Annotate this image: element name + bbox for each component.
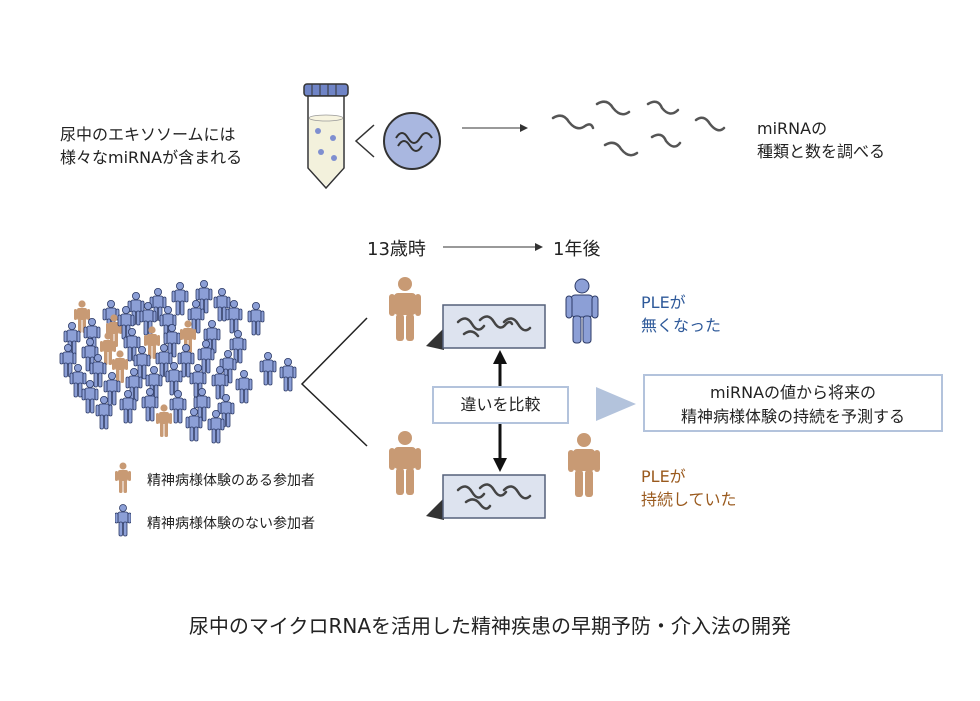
crowd-person-icon (279, 357, 297, 392)
zoom-chevron-icon (354, 124, 375, 158)
crowd-person-icon (213, 287, 231, 322)
crowd-person-icon (95, 395, 113, 430)
crowd-person-icon (69, 363, 87, 398)
predict-line-2: 精神病様体験の持続を予測する (680, 407, 905, 426)
outcome-disappeared: PLEが 無くなった (641, 291, 721, 337)
crowd-person-icon (155, 343, 173, 378)
legend-without-ple-label: 精神病様体験のない参加者 (147, 516, 315, 532)
mirna-text-line-2: 種類と数を調べる (757, 142, 886, 161)
test-tube-icon (303, 83, 349, 190)
predict-arrow-icon (596, 387, 636, 421)
crowd-person-icon (169, 389, 187, 424)
person-with-ple-top-icon (389, 277, 421, 341)
timeline-end-label: 1年後 (553, 239, 601, 260)
crowd-person-icon (74, 300, 90, 333)
timeline-start-label: 13歳時 (367, 239, 426, 260)
outcome-persisted: PLEが 持続していた (641, 465, 737, 511)
exosome-text-line-2: 様々なmiRNAが含まれる (60, 148, 243, 167)
timeline-arrow-icon (443, 243, 543, 251)
crowd-person-icon (235, 369, 253, 404)
crowd-person-icon (123, 327, 141, 362)
mirna-text-line-1: miRNAの (757, 119, 828, 138)
outcome-disappeared-line-1: PLEが (641, 293, 686, 312)
mirna-panel-bottom (426, 474, 546, 520)
crowd-person-icon (207, 409, 225, 444)
outcome-persisted-line-1: PLEが (641, 467, 686, 486)
predict-line-1: miRNAの値から将来の (709, 383, 877, 402)
crowd-person-icon (197, 339, 215, 374)
crowd-person-icon (259, 351, 277, 386)
crowd-person-icon (247, 301, 265, 336)
exosome-text-line-1: 尿中のエキソソームには (60, 125, 236, 144)
predict-box: miRNAの値から将来の 精神病様体験の持続を予測する (643, 374, 943, 432)
crowd-person-icon (133, 345, 151, 380)
compare-box: 違いを比較 (432, 386, 569, 424)
outcome-persisted-line-2: 持続していた (641, 490, 737, 509)
mirna-strands-icon (551, 100, 726, 157)
crowd-person-icon (171, 281, 189, 316)
crowd-person-icon (100, 332, 116, 365)
crowd-person-icon (189, 363, 207, 398)
legend-without-ple-icon (115, 504, 131, 537)
crowd-person-icon (185, 407, 203, 442)
crowd-person-icon (156, 404, 172, 437)
mirna-description: miRNAの 種類と数を調べる (757, 117, 885, 163)
mirna-panel-top (426, 304, 546, 350)
crowd-person-icon (225, 299, 243, 334)
crowd-person-icon (81, 379, 99, 414)
crowd-person-icon (119, 389, 137, 424)
person-persisted-ple-icon (568, 433, 600, 497)
exosome-description: 尿中のエキソソームには 様々なmiRNAが含まれる (60, 123, 242, 169)
legend-with-ple-icon (115, 462, 131, 493)
crowd-person-icon (139, 301, 157, 336)
page-title: 尿中のマイクロRNAを活用した精神疾患の早期予防・介入法の開発 (188, 614, 792, 638)
crowd-person-icon (177, 343, 195, 378)
crowd-person-icon (89, 353, 107, 388)
exosome-icon (383, 112, 441, 170)
crowd-person-icon (211, 365, 229, 400)
person-without-ple-icon (565, 278, 599, 344)
outcome-disappeared-line-2: 無くなった (641, 316, 722, 335)
crowd-person-icon (145, 365, 163, 400)
person-with-ple-bottom-icon (389, 431, 421, 495)
crowd-person-icon (163, 323, 181, 358)
crowd-person-icon (112, 350, 128, 383)
crowd-person-icon (103, 371, 121, 406)
legend-with-ple-label: 精神病様体験のある参加者 (147, 473, 315, 489)
analysis-arrow-icon (462, 124, 528, 132)
crowd-person-icon (141, 387, 159, 422)
